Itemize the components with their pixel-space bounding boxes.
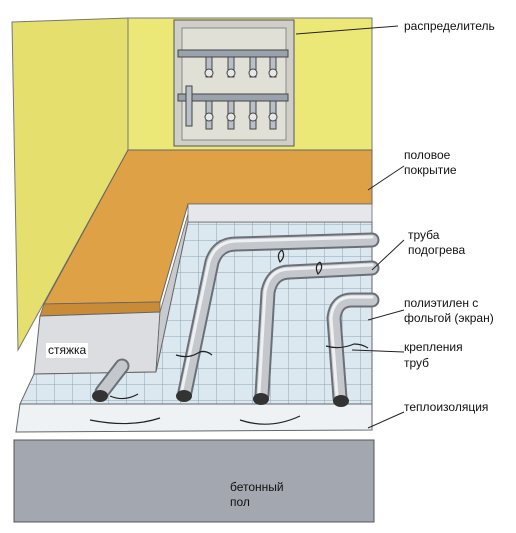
manifold <box>177 49 289 130</box>
leader-lines <box>295 25 405 429</box>
label-insulation: теплоизоляция <box>404 400 489 414</box>
label-pipe-clips-line1: крепления <box>404 340 463 354</box>
label-pipe-clips-line2: труб <box>404 356 430 370</box>
screed-top-strip <box>187 203 373 223</box>
label-concrete-line1: бетонный <box>230 480 284 494</box>
heating-pipes <box>92 232 380 407</box>
label-floor-covering-line1: половое <box>404 148 451 162</box>
insulation-layer <box>15 403 373 433</box>
concrete-slab <box>13 439 375 523</box>
label-screed: стяжка <box>46 343 89 358</box>
label-manifold: распределитель <box>404 19 495 33</box>
label-foil-line2: фольгой (экран) <box>404 311 494 325</box>
label-foil-line1: полиэтилен с <box>404 296 479 310</box>
pipe-clips <box>89 249 369 425</box>
label-heating-pipe-line2: подогрева <box>408 243 466 257</box>
label-heating-pipe-line1: труба <box>408 228 440 242</box>
label-floor-covering-line2: покрытие <box>404 163 457 177</box>
label-concrete-line2: пол <box>230 495 250 509</box>
